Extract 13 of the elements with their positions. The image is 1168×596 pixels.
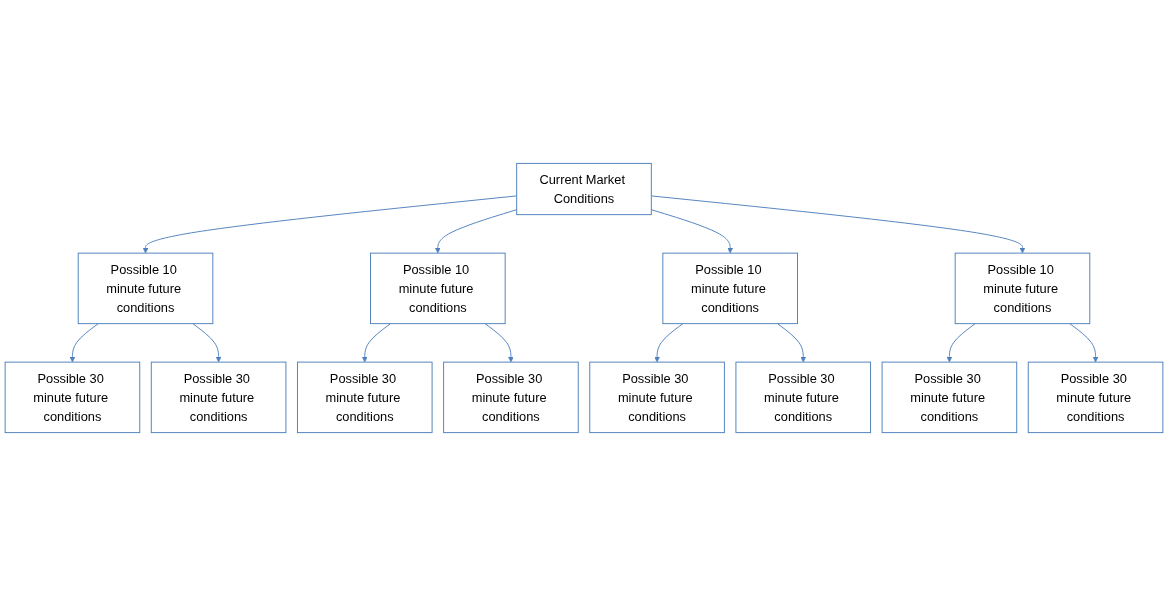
node-box: Possible 30 minute future conditions [1027, 361, 1164, 434]
node-box: Current Market Conditions [516, 162, 652, 216]
node-box: Possible 10 minute future conditions [954, 252, 1091, 325]
node-box: Possible 30 minute future conditions [150, 361, 287, 434]
node-box: Possible 10 minute future conditions [370, 252, 506, 325]
node-box: Possible 30 minute future conditions [296, 361, 433, 434]
node-box: Possible 30 minute future conditions [735, 361, 872, 434]
node-box: Possible 10 minute future conditions [662, 252, 798, 325]
node-box: Possible 30 minute future conditions [881, 361, 1018, 434]
node-box: Possible 30 minute future conditions [589, 361, 725, 434]
node-box: Possible 10 minute future conditions [77, 252, 214, 325]
node-box: Possible 30 minute future conditions [4, 361, 141, 434]
node-box: Possible 30 minute future conditions [443, 361, 579, 434]
